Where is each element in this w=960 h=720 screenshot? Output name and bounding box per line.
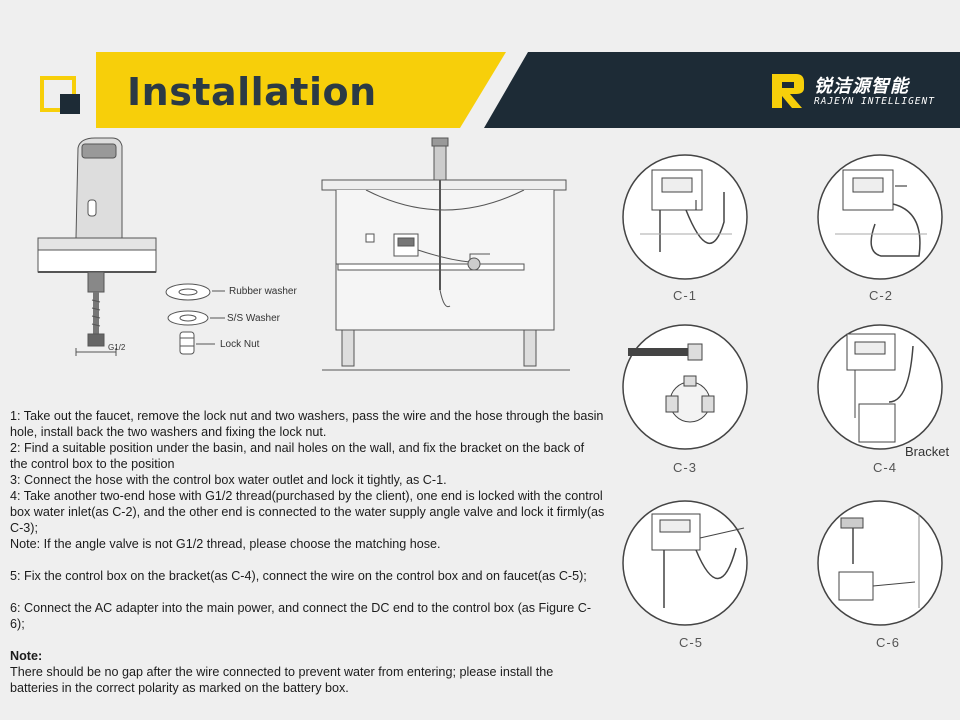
thread-label: G1/2 — [108, 343, 126, 352]
brand-name-en: RAJEYN INTELLIGENT — [814, 96, 935, 107]
step-5: 5: Fix the control box on the bracket(as… — [10, 569, 587, 583]
brand-name-cn: 锐洁源智能 — [814, 76, 909, 97]
step-2: 2: Find a suitable position under the ba… — [10, 441, 585, 471]
section-marker-icon — [40, 76, 80, 114]
figure-c5-label: C-5 — [679, 635, 703, 650]
header-band — [96, 52, 960, 128]
figure-c2-label: C-2 — [869, 288, 893, 303]
spacer — [10, 552, 605, 568]
step-4: 4: Take another two-end hose with G1/2 t… — [10, 489, 605, 535]
step-6: 6: Connect the AC adapter into the main … — [10, 601, 592, 631]
figure-c1 — [622, 154, 748, 280]
spacer — [10, 584, 605, 600]
figure-c6 — [817, 500, 943, 626]
figure-c5 — [622, 500, 748, 626]
note-title: Note: — [10, 649, 43, 663]
callout-ss-washer: S/S Washer — [227, 313, 280, 324]
figure-c3 — [622, 324, 748, 450]
callout-lock-nut: Lock Nut — [220, 339, 260, 350]
figure-c4-label: C-4 — [873, 460, 897, 475]
page-title: Installation — [127, 70, 377, 114]
figure-c6-label: C-6 — [876, 635, 900, 650]
brand-r-icon — [772, 74, 804, 108]
figure-c3-label: C-3 — [673, 460, 697, 475]
step-4-note: Note: If the angle valve is not G1/2 thr… — [10, 537, 441, 551]
spacer — [10, 632, 605, 648]
figure-c1-label: C-1 — [673, 288, 697, 303]
figure-c2 — [817, 154, 943, 280]
figure-c4 — [817, 324, 943, 450]
brand-logo: 锐洁源智能 RAJEYN INTELLIGENT — [768, 70, 938, 110]
bracket-label: Bracket — [905, 444, 950, 459]
callout-rubber-washer: Rubber washer — [229, 286, 297, 297]
installation-diagram — [37, 137, 570, 371]
note-text: There should be no gap after the wire co… — [10, 665, 554, 695]
step-1: 1: Take out the faucet, remove the lock … — [10, 409, 604, 439]
step-3: 3: Connect the hose with the control box… — [10, 473, 447, 487]
installation-instructions: 1: Take out the faucet, remove the lock … — [10, 408, 605, 696]
